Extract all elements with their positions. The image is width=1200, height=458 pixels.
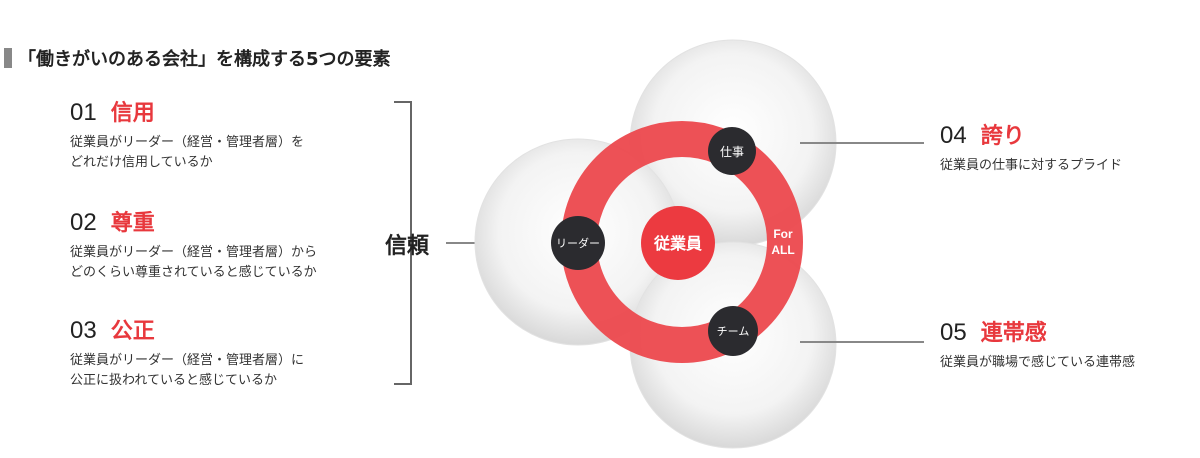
item-01-desc-line2: どれだけ信用しているか xyxy=(70,155,213,170)
item-03-description: 従業員がリーダー（経営・管理者層）に 公正に扱われていると感じているか xyxy=(70,351,304,391)
item-01-word: 信用 xyxy=(110,101,155,126)
item-02-desc-line1: 従業員がリーダー（経営・管理者層）から xyxy=(70,245,318,260)
item-03-desc-line1: 従業員がリーダー（経営・管理者層）に xyxy=(70,353,305,368)
item-05-head: 05 連帯感 xyxy=(940,315,1135,347)
page-title: 「働きがいのある会社」を構成する5つの要素 xyxy=(4,46,391,70)
connector-05 xyxy=(800,341,924,343)
group-bracket xyxy=(394,101,412,385)
item-01-number: 01 xyxy=(70,99,97,126)
item-03-desc-line2: 公正に扱われていると感じているか xyxy=(70,373,277,388)
ring-label-line2: ALL xyxy=(771,243,794,257)
node-bottom-label: チーム xyxy=(717,325,750,338)
item-03-number: 03 xyxy=(70,317,97,344)
center-label: 従業員 xyxy=(653,234,702,253)
item-02-word: 尊重 xyxy=(110,211,155,236)
item-01-description: 従業員がリーダー（経営・管理者層）を どれだけ信用しているか xyxy=(70,133,304,173)
connector-04 xyxy=(800,142,924,144)
item-04-head: 04 誇り xyxy=(940,118,1122,150)
group-label: 信頼 xyxy=(385,234,430,259)
item-01-desc-line1: 従業員がリーダー（経営・管理者層）を xyxy=(70,135,305,150)
item-02: 02 尊重 従業員がリーダー（経営・管理者層）から どのくらい尊重されていると感… xyxy=(70,205,317,283)
item-04-word: 誇り xyxy=(980,124,1025,149)
group-connector-line xyxy=(446,242,502,244)
item-04: 04 誇り 従業員の仕事に対するプライド xyxy=(940,118,1122,176)
item-04-description: 従業員の仕事に対するプライド xyxy=(940,158,1123,173)
node-left xyxy=(551,216,605,270)
title-text: 「働きがいのある会社」を構成する5つの要素 xyxy=(18,49,391,70)
item-02-description: 従業員がリーダー（経営・管理者層）から どのくらい尊重されていると感じているか xyxy=(70,243,317,283)
item-03-word: 公正 xyxy=(110,319,155,344)
item-01-head: 01 信用 xyxy=(70,95,304,127)
node-top xyxy=(708,127,756,175)
item-04-number: 04 xyxy=(940,122,967,149)
ring-label-line1: For xyxy=(773,227,793,241)
node-top-label: 仕事 xyxy=(720,145,744,159)
item-03-head: 03 公正 xyxy=(70,313,304,345)
item-05-number: 05 xyxy=(940,319,967,346)
item-02-number: 02 xyxy=(70,209,97,236)
item-02-head: 02 尊重 xyxy=(70,205,317,237)
item-03: 03 公正 従業員がリーダー（経営・管理者層）に 公正に扱われていると感じている… xyxy=(70,313,304,391)
node-left-label: リーダー xyxy=(556,236,600,250)
center-circle xyxy=(641,206,715,280)
item-05-word: 連帯感 xyxy=(980,321,1047,346)
item-05-description: 従業員が職場で感じている連帯感 xyxy=(940,355,1136,370)
item-02-desc-line2: どのくらい尊重されていると感じているか xyxy=(70,265,317,280)
item-05: 05 連帯感 従業員が職場で感じている連帯感 xyxy=(940,315,1135,373)
item-01: 01 信用 従業員がリーダー（経営・管理者層）を どれだけ信用しているか xyxy=(70,95,304,173)
node-bottom xyxy=(708,306,758,356)
title-marker xyxy=(4,48,12,68)
